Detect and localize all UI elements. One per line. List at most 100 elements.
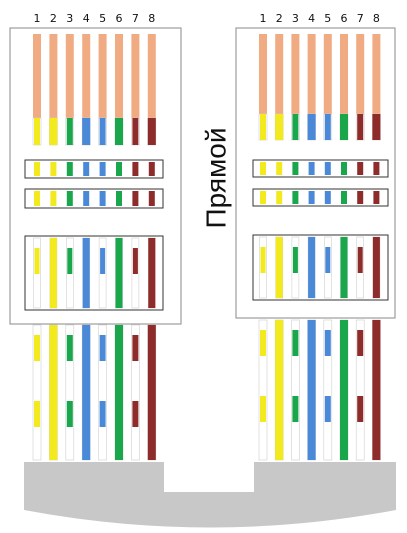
right-pin-number: 8 xyxy=(373,12,380,25)
left-contact-2 xyxy=(49,34,58,118)
left-band1-3 xyxy=(66,191,73,206)
left-wire-tail-6-fill xyxy=(115,325,123,460)
left-contact-6 xyxy=(115,34,123,118)
right-wire-tail-1-base xyxy=(258,319,268,461)
left-wire-tail-5-stripe xyxy=(99,401,106,427)
left-contact-7 xyxy=(131,34,140,118)
right-wire-box-3-stripe xyxy=(292,247,298,273)
left-band1-4 xyxy=(83,191,90,206)
left-wire-box-4-fill xyxy=(82,238,90,308)
left-wire-tail-7-base xyxy=(131,324,140,461)
left-pin-number: 8 xyxy=(148,12,155,25)
left-contact-3 xyxy=(65,34,74,118)
left-wire-tail-3-base xyxy=(65,324,75,461)
right-wire-tail-6-fill xyxy=(340,320,348,460)
left-pin-number: 4 xyxy=(83,12,90,25)
left-wire-top-7-stripe xyxy=(132,118,139,145)
right-band1-6 xyxy=(341,191,347,204)
right-wire-box-8-fill xyxy=(372,237,380,298)
right-wire-tail-7-stripe xyxy=(357,330,364,356)
right-strain-relief-box xyxy=(252,234,389,301)
left-band1-2 xyxy=(50,191,57,206)
right-wire-tail-7-stripe xyxy=(357,396,364,422)
left-band0-2 xyxy=(50,162,57,176)
left-strain-relief-box xyxy=(24,235,164,311)
right-band1-7 xyxy=(357,191,364,204)
left-wire-box-2-fill xyxy=(49,238,57,308)
left-wire-tail-3-stripe xyxy=(66,401,73,427)
right-band0-5 xyxy=(324,162,331,175)
right-wire-box-4-fill xyxy=(308,237,316,298)
left-wire-tail-7-stripe xyxy=(132,401,139,427)
right-wire-top-3-stripe xyxy=(292,114,299,140)
left-band0-5 xyxy=(99,162,106,176)
right-contact-7 xyxy=(356,34,365,114)
left-wire-box-6-fill xyxy=(115,238,123,308)
left-band1-8 xyxy=(148,191,155,206)
right-wire-top-8-fill xyxy=(372,114,381,140)
right-pin-number: 5 xyxy=(324,12,331,25)
left-wire-tail-5-stripe xyxy=(99,335,106,361)
left-connector-wires xyxy=(24,34,164,311)
right-band1-1 xyxy=(260,191,266,204)
right-band0-3 xyxy=(292,162,299,175)
left-crimp-band-1 xyxy=(24,188,164,209)
left-wire-top-8-fill xyxy=(147,118,156,145)
left-wire-box-3-stripe xyxy=(67,248,73,274)
left-pin-number: 2 xyxy=(50,12,57,25)
right-band0-4 xyxy=(308,162,315,175)
left-pin-number: 1 xyxy=(34,12,41,25)
left-wire-top-2-fill xyxy=(49,118,58,145)
right-crimp-band-0 xyxy=(252,159,389,178)
left-pin-number: 6 xyxy=(116,12,123,25)
right-connector-wires xyxy=(252,34,389,301)
left-band1-1 xyxy=(34,191,40,206)
right-wire-tail-1-stripe xyxy=(260,330,266,356)
left-wire-tail-8-fill xyxy=(147,325,156,460)
left-wire-top-5-stripe xyxy=(99,118,106,145)
left-band0-8 xyxy=(148,162,155,176)
left-pin-number: 3 xyxy=(66,12,73,25)
right-wire-box-5-stripe xyxy=(325,247,331,273)
left-wire-tail-1-stripe xyxy=(34,401,40,427)
right-band1-5 xyxy=(324,191,331,204)
right-wire-tail-3-stripe xyxy=(292,396,299,422)
left-band1-5 xyxy=(99,191,106,206)
right-wire-tail-2-fill xyxy=(275,320,284,460)
right-pin-number: 3 xyxy=(292,12,299,25)
right-wire-top-7-stripe xyxy=(357,114,364,140)
left-contact-5 xyxy=(98,34,107,118)
left-wire-tail-7-stripe xyxy=(132,335,139,361)
left-wire-box-5-stripe xyxy=(100,248,106,274)
left-band0-3 xyxy=(66,162,73,176)
right-wire-box-2-fill xyxy=(275,237,283,298)
right-cable-wires xyxy=(258,319,381,461)
right-contact-8 xyxy=(372,34,381,114)
left-band0-7 xyxy=(132,162,139,176)
left-band1-7 xyxy=(132,191,139,206)
right-pin-number: 7 xyxy=(357,12,364,25)
right-wire-tail-5-base xyxy=(323,319,333,461)
right-wire-tail-5-stripe xyxy=(324,396,331,422)
left-band1-6 xyxy=(116,191,122,206)
right-band1-2 xyxy=(276,191,283,204)
left-wire-tail-3-stripe xyxy=(66,335,73,361)
right-wire-top-1-stripe xyxy=(260,114,266,140)
right-band1-4 xyxy=(308,191,315,204)
left-pin-number: 7 xyxy=(132,12,139,25)
right-contact-1 xyxy=(259,34,267,114)
right-contact-3 xyxy=(291,34,300,114)
right-contact-6 xyxy=(340,34,348,114)
right-wire-tail-4-fill xyxy=(307,320,316,460)
left-pin-number: 5 xyxy=(99,12,106,25)
left-band0-4 xyxy=(83,162,90,176)
right-pin-number: 2 xyxy=(276,12,283,25)
wiring-mode-label: Прямой xyxy=(200,127,231,228)
right-wire-box-7-stripe xyxy=(357,247,363,273)
left-wire-tail-1-stripe xyxy=(34,335,40,361)
left-band0-1 xyxy=(34,162,40,176)
right-wire-tail-3-base xyxy=(291,319,300,461)
